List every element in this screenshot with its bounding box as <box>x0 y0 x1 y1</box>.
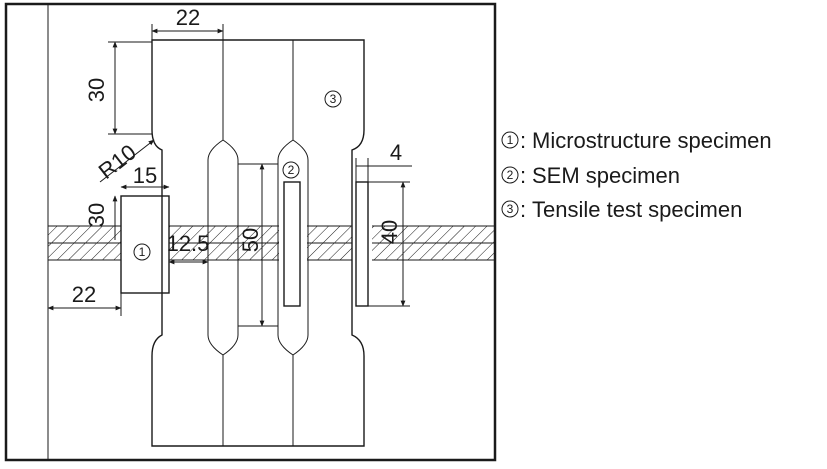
svg-text:1: 1 <box>507 133 514 147</box>
dim-tensile-length: 40 <box>368 181 410 307</box>
svg-text:3: 3 <box>507 202 514 216</box>
strip-cut-lines <box>207 40 309 446</box>
dim-sem-length: 50 <box>238 163 278 327</box>
legend-item-tensile: 3 : Tensile test specimen <box>501 197 742 222</box>
dim-vertical-length-label: 30 <box>84 78 109 102</box>
dim-micro-height-label: 30 <box>84 203 109 227</box>
svg-text::: : <box>520 163 526 188</box>
legend-item-microstructure: 1 : Microstructure specimen <box>501 128 772 153</box>
microstructure-specimen-rect <box>120 195 170 294</box>
specimen-marker-2: 2 <box>282 161 300 179</box>
legend: 1 : Microstructure specimen 2 : SEM spec… <box>501 128 772 222</box>
svg-text::: : <box>520 197 526 222</box>
legend-item-sem: 2 : SEM specimen <box>501 163 680 188</box>
svg-text:2: 2 <box>507 168 514 182</box>
dim-sem-width-label: 12.5 <box>167 231 210 256</box>
dim-tensile-width: 4 <box>355 140 412 182</box>
svg-text:2: 2 <box>288 163 295 177</box>
legend-label-sem: SEM specimen <box>532 163 680 188</box>
dim-vertical-length: 30 <box>84 41 152 135</box>
sem-specimen-rect <box>283 181 301 307</box>
dim-sem-length-label: 50 <box>238 228 263 252</box>
svg-text:1: 1 <box>139 245 146 259</box>
weld-seam-band <box>48 224 495 262</box>
tensile-small-specimen-rect <box>355 181 369 307</box>
tensile-specimen-outline <box>151 39 365 447</box>
dim-micro-offset: 22 <box>47 282 122 316</box>
dim-micro-offset-label: 22 <box>72 282 96 307</box>
legend-label-microstructure: Microstructure specimen <box>532 128 772 153</box>
dim-sem-width: 12.5 <box>167 231 210 265</box>
dim-top-width-label: 22 <box>176 5 200 30</box>
dim-micro-height: 30 <box>84 195 118 240</box>
specimen-marker-1: 1 <box>133 243 151 261</box>
dim-micro-width: 15 <box>120 163 170 190</box>
dim-micro-width-label: 15 <box>133 163 157 188</box>
svg-text::: : <box>520 128 526 153</box>
dim-tensile-width-label: 4 <box>390 140 402 165</box>
legend-label-tensile: Tensile test specimen <box>532 197 742 222</box>
dim-tensile-length-label: 40 <box>377 220 402 244</box>
dim-top-width: 22 <box>151 5 224 40</box>
specimen-marker-3: 3 <box>324 90 342 108</box>
svg-text:3: 3 <box>330 92 337 106</box>
